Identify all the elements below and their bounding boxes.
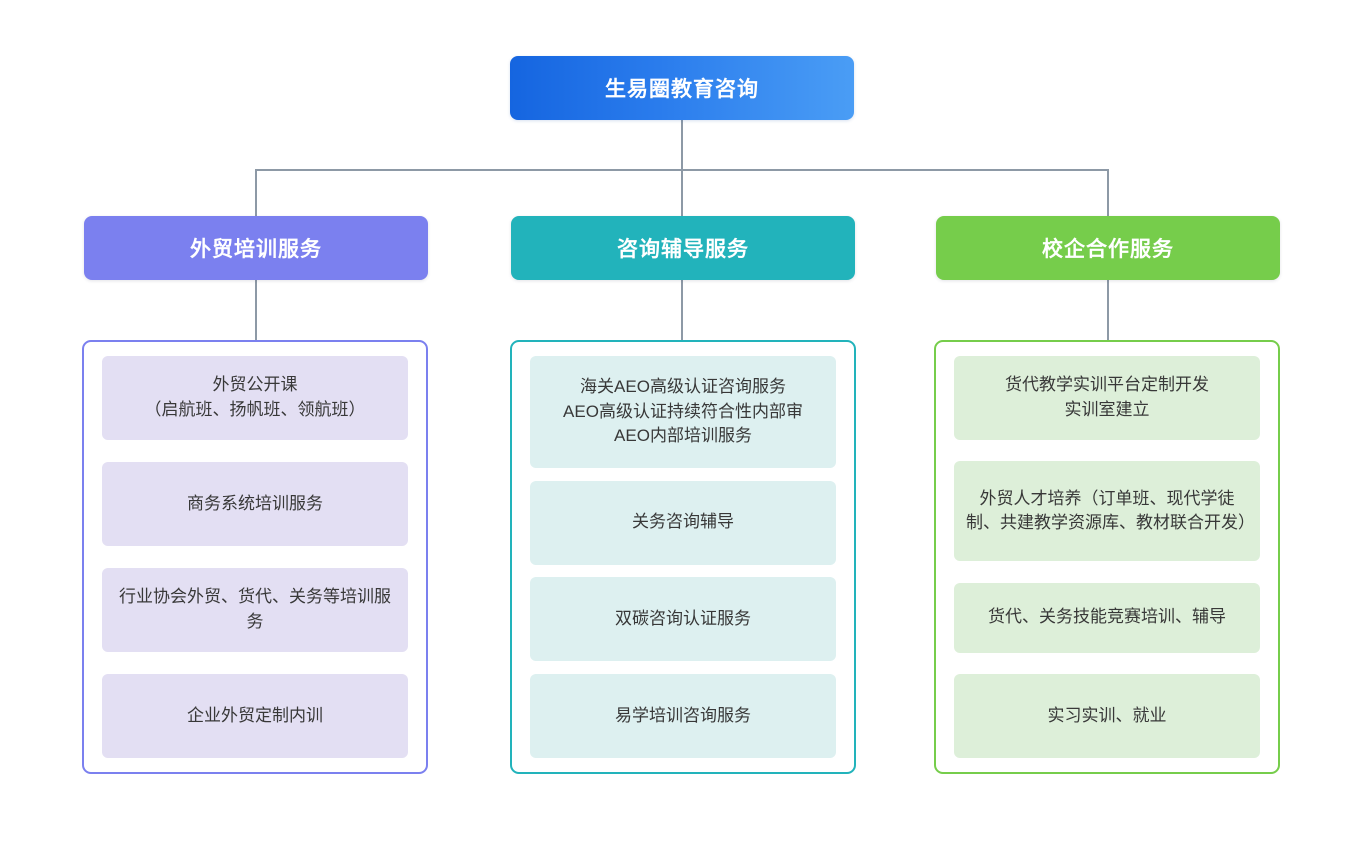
service-item-text: 企业外贸定制内训 [187,705,323,725]
category-header-label: 咨询辅导服务 [617,238,749,261]
service-item-text: 外贸公开课 （启航班、扬帆班、领航班） [144,375,366,419]
service-panel-waimao-peixun: 外贸公开课 （启航班、扬帆班、领航班） 商务系统培训服务 行业协会外贸、货代、关… [82,340,428,774]
connector-header-panel-2 [681,280,683,340]
service-item-card[interactable]: 易学培训咨询服务 [530,673,836,758]
service-panel-zixun-fudao: 海关AEO高级认证咨询服务 AEO高级认证持续符合性内部审 AEO内部培训服务 … [510,340,856,774]
category-header-xiaoqi-hezuo[interactable]: 校企合作服务 [936,216,1280,280]
service-item-text: 货代教学实训平台定制开发 实训室建立 [1005,375,1209,419]
service-item-card[interactable]: 海关AEO高级认证咨询服务 AEO高级认证持续符合性内部审 AEO内部培训服务 [530,356,836,468]
service-item-card[interactable]: 关务咨询辅导 [530,480,836,565]
root-node-label: 生易圈教育咨询 [605,78,759,101]
connector-header-panel-3 [1107,280,1109,340]
service-item-text: 易学培训咨询服务 [615,705,751,725]
service-item-card[interactable]: 企业外贸定制内训 [102,674,408,758]
category-header-label: 外贸培训服务 [190,238,322,261]
service-item-text: 商务系统培训服务 [187,493,323,513]
service-item-text: 关务咨询辅导 [632,512,734,532]
root-node[interactable]: 生易圈教育咨询 [510,56,854,120]
service-item-card[interactable]: 商务系统培训服务 [102,462,408,546]
service-item-text: 海关AEO高级认证咨询服务 AEO高级认证持续符合性内部审 AEO内部培训服务 [563,377,803,446]
service-item-card[interactable]: 货代、关务技能竞赛培训、辅导 [954,582,1260,653]
service-item-text: 双碳咨询认证服务 [615,608,751,628]
connector-drop-column-3 [1107,169,1109,216]
connector-drop-column-1 [255,169,257,216]
service-item-card[interactable]: 外贸人才培养（订单班、现代学徒制、共建教学资源库、教材联合开发） [954,461,1260,562]
connector-header-panel-1 [255,280,257,340]
connector-drop-column-2 [681,169,683,216]
service-panel-xiaoqi-hezuo: 货代教学实训平台定制开发 实训室建立 外贸人才培养（订单班、现代学徒制、共建教学… [934,340,1280,774]
service-item-card[interactable]: 外贸公开课 （启航班、扬帆班、领航班） [102,356,408,440]
service-item-card[interactable]: 货代教学实训平台定制开发 实训室建立 [954,356,1260,440]
service-item-text: 实习实训、就业 [1047,705,1167,725]
category-header-zixun-fudao[interactable]: 咨询辅导服务 [511,216,855,280]
service-item-text: 外贸人才培养（订单班、现代学徒制、共建教学资源库、教材联合开发） [966,488,1255,533]
category-header-waimao-peixun[interactable]: 外贸培训服务 [84,216,428,280]
category-header-label: 校企合作服务 [1042,238,1174,261]
service-item-card[interactable]: 实习实训、就业 [954,673,1260,758]
service-item-text: 行业协会外贸、货代、关务等培训服务 [119,587,391,631]
service-item-text: 货代、关务技能竞赛培训、辅导 [988,607,1226,627]
service-item-card[interactable]: 双碳咨询认证服务 [530,577,836,662]
connector-root-stem [681,120,683,170]
service-item-card[interactable]: 行业协会外贸、货代、关务等培训服务 [102,568,408,652]
